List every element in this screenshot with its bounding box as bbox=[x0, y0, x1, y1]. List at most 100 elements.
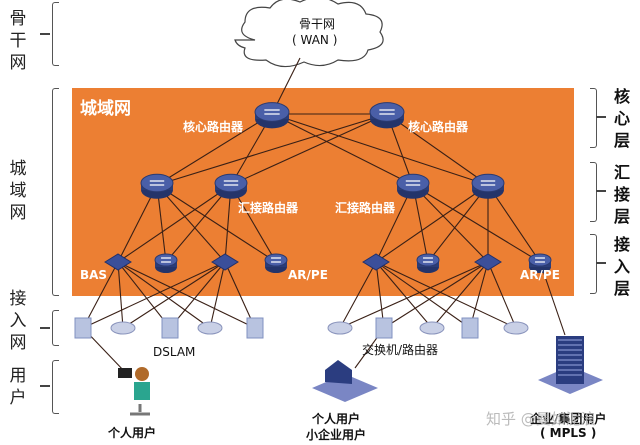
agg-router-icon-arrows-icon bbox=[480, 180, 496, 186]
left-label-metro: 城域网 bbox=[9, 159, 27, 223]
agg-router-icon-arrows-icon bbox=[405, 180, 421, 186]
enterprise-user-line1: 企业/集团用户 bbox=[530, 412, 607, 426]
right-label-core: 核心层 bbox=[613, 87, 630, 150]
access-router-icon bbox=[154, 253, 178, 267]
link-line bbox=[230, 184, 277, 263]
agg-router-label-right: 汇接路由器 bbox=[335, 201, 396, 215]
access-router-icon-arrows-icon bbox=[271, 257, 281, 263]
agg-router-label-left: 汇接路由器 bbox=[238, 201, 299, 215]
agg-router-icon-arrows-icon bbox=[223, 180, 239, 186]
left-label-users: 用户 bbox=[9, 366, 27, 408]
link-line bbox=[169, 261, 226, 329]
access-switch-icon bbox=[211, 253, 239, 271]
link-line bbox=[375, 261, 385, 329]
arpe-label-left: AR/PE bbox=[288, 268, 328, 282]
right-label-access: 接入层 bbox=[613, 235, 630, 298]
link-line bbox=[156, 113, 388, 186]
link-line bbox=[117, 261, 211, 329]
link-line bbox=[165, 184, 232, 263]
link-line bbox=[82, 261, 119, 329]
bracket-core bbox=[590, 88, 597, 148]
access-router-icon-arrows-icon bbox=[161, 257, 171, 263]
link-line bbox=[383, 261, 489, 329]
link-line bbox=[156, 184, 277, 263]
dslam-device-icon bbox=[375, 317, 393, 339]
dslam-device-icon bbox=[161, 317, 179, 339]
link-line bbox=[427, 184, 489, 263]
personal-user-label: 个人用户 bbox=[108, 426, 157, 440]
link-line bbox=[412, 184, 489, 263]
arpe-label-right: AR/PE bbox=[520, 268, 560, 282]
link-line bbox=[386, 113, 489, 186]
left-label-backbone: 骨干网 bbox=[9, 9, 27, 73]
watermark: 知乎 @曼如泥浪 bbox=[486, 410, 596, 428]
wan-cloud-icon bbox=[234, 0, 384, 68]
access-switch-icon bbox=[362, 253, 390, 271]
dslam-device-icon bbox=[246, 317, 264, 339]
link-line bbox=[156, 184, 226, 263]
left-label-access-net: 接入网 bbox=[9, 289, 27, 353]
link-line bbox=[117, 261, 256, 329]
access-router-icon-arrows-icon bbox=[535, 257, 545, 263]
link-line bbox=[375, 184, 489, 263]
link-line bbox=[431, 261, 489, 329]
bracket-users bbox=[52, 360, 59, 414]
link-line bbox=[117, 261, 124, 329]
cloud-label-line1: 骨干网 bbox=[299, 17, 336, 31]
tick bbox=[596, 190, 606, 192]
person-head-icon bbox=[135, 367, 149, 381]
dslam-label: DSLAM bbox=[153, 345, 196, 359]
link-line bbox=[487, 261, 517, 329]
core-router-label-left: 核心路由器 bbox=[183, 120, 244, 134]
link-line bbox=[122, 261, 226, 329]
link-line bbox=[375, 261, 433, 329]
bracket-backbone bbox=[52, 2, 59, 66]
core-router-icon bbox=[254, 102, 290, 122]
small-router-icon bbox=[110, 321, 136, 335]
access-router-icon bbox=[264, 253, 288, 267]
agg-router-icon bbox=[214, 173, 248, 193]
right-label-aggregation: 汇接层 bbox=[613, 163, 630, 226]
agg-router-icon bbox=[396, 173, 430, 193]
agg-router-icon bbox=[471, 173, 505, 193]
core-router-label-right: 核心路由器 bbox=[408, 120, 469, 134]
link-line bbox=[117, 261, 171, 329]
cloud-label-line2: ( WAN ) bbox=[292, 33, 338, 47]
access-switch-icon bbox=[104, 253, 132, 271]
link-line bbox=[375, 261, 517, 329]
access-router-icon bbox=[416, 253, 440, 267]
link-line bbox=[224, 261, 256, 329]
personal-small-user-line1: 个人用户 bbox=[312, 412, 361, 426]
tick bbox=[40, 33, 50, 35]
link-line bbox=[156, 113, 273, 186]
personal-small-user-line2: 小企业用户 bbox=[306, 428, 367, 442]
access-router-icon-arrows-icon bbox=[423, 257, 433, 263]
link-line bbox=[539, 261, 566, 336]
access-router-icon bbox=[528, 253, 552, 267]
dslam-device-icon bbox=[74, 317, 92, 339]
link-line bbox=[209, 261, 226, 329]
metro-title: 城域网 bbox=[80, 99, 131, 119]
house-icon bbox=[325, 360, 352, 384]
bracket-access-net bbox=[52, 310, 59, 346]
bracket-aggregation bbox=[590, 162, 597, 222]
small-router-icon bbox=[503, 321, 529, 335]
link-line bbox=[487, 184, 541, 263]
chair-icon bbox=[130, 404, 150, 416]
link-line bbox=[117, 184, 232, 263]
link-line bbox=[469, 261, 489, 329]
link-line bbox=[82, 261, 226, 329]
link-line bbox=[375, 261, 471, 329]
person-body-icon bbox=[134, 382, 150, 400]
tick bbox=[40, 385, 50, 387]
agg-router-icon-arrows-icon bbox=[149, 180, 165, 186]
small-router-icon bbox=[197, 321, 223, 335]
access-switch-icon bbox=[474, 253, 502, 271]
link-line bbox=[271, 113, 489, 186]
switch-router-label: 交换机/路由器 bbox=[362, 343, 439, 357]
core-router-icon-arrows-icon bbox=[379, 109, 395, 115]
core-router-icon bbox=[369, 102, 405, 122]
link-line bbox=[412, 184, 541, 263]
dslam-device-icon bbox=[461, 317, 479, 339]
